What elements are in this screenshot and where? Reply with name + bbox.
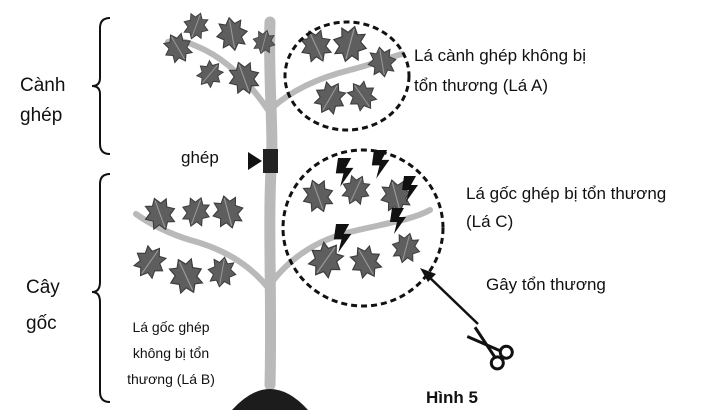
leaf-a-label-line1: Lá cành ghép không bị bbox=[414, 44, 586, 68]
leaf-c-label-line2: (Lá C) bbox=[466, 210, 513, 234]
damage-arrow bbox=[426, 274, 478, 324]
soil-mound bbox=[232, 389, 308, 410]
leaf-b-branch bbox=[128, 192, 270, 299]
leaf-a-label-line2: tổn thương (Lá A) bbox=[414, 74, 548, 98]
rootstock-bracket bbox=[92, 174, 110, 402]
rootstock-side-label-line1: Cây bbox=[26, 276, 60, 300]
graft-union bbox=[263, 149, 278, 173]
graft-label: ghép bbox=[181, 146, 219, 170]
scion-bracket bbox=[92, 18, 110, 154]
leaf-c-label-line1: Lá gốc ghép bị tổn thương bbox=[466, 182, 666, 206]
figure-caption: Hình 5 bbox=[426, 388, 478, 408]
scion-left-branch bbox=[158, 9, 278, 110]
main-stem bbox=[270, 22, 272, 385]
scissors-icon bbox=[463, 322, 515, 371]
damage-label: Gây tổn thương bbox=[486, 273, 606, 297]
leaf-b-label-line3: thương (Lá B) bbox=[112, 370, 230, 388]
scion-side-label-line1: Cành bbox=[20, 74, 65, 98]
leaf-b-label-line2: không bị tổn bbox=[112, 344, 230, 362]
leaf-b-label-line1: Lá gốc ghép bbox=[112, 318, 230, 336]
scion-side-label-line2: ghép bbox=[20, 104, 62, 128]
rootstock-side-label-line2: gốc bbox=[26, 312, 57, 336]
leaf-a-branch bbox=[272, 22, 402, 120]
graft-arrow-icon bbox=[248, 152, 262, 170]
